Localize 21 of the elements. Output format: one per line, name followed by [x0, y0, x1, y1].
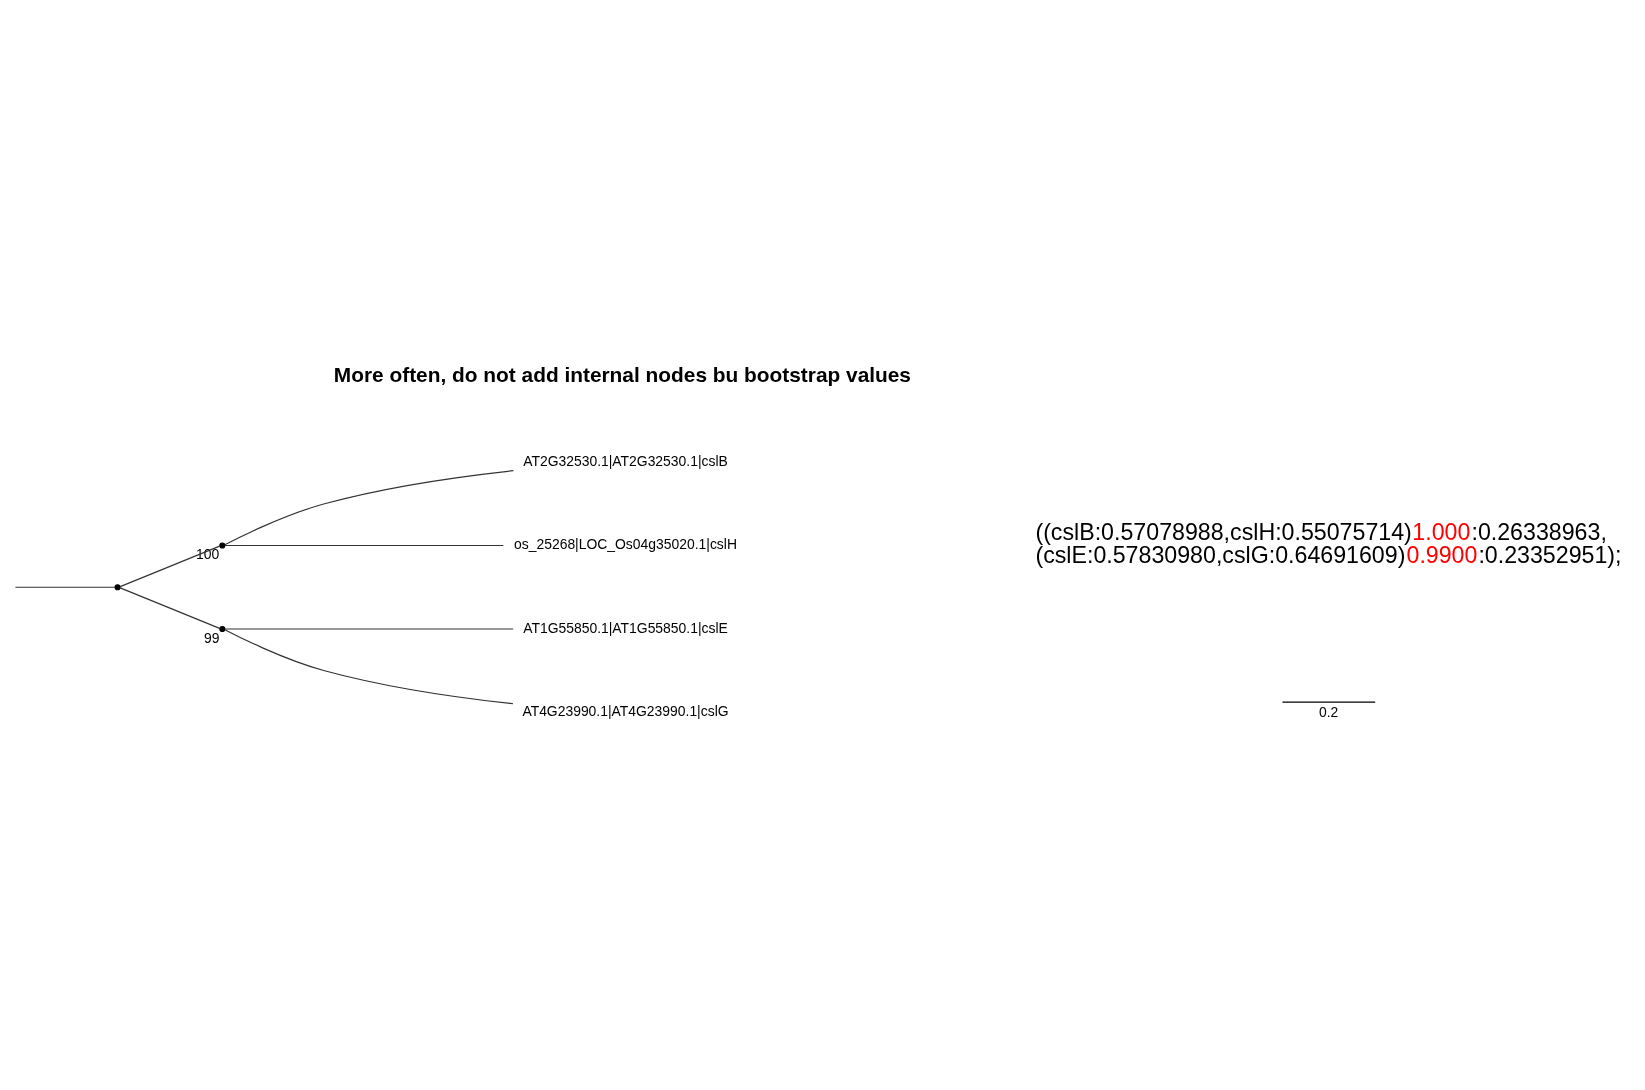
- connector: [14, 586, 116, 588]
- connector: [119, 586, 220, 629]
- node-point: [218, 625, 225, 632]
- connector: [223, 544, 504, 546]
- connector: [119, 545, 220, 587]
- node-label: 99: [203, 629, 219, 646]
- node-label: 100: [195, 545, 219, 562]
- label: 1.000: [1411, 518, 1470, 545]
- connector: [223, 628, 514, 704]
- connector: [223, 469, 514, 545]
- label: :0.26338963,: [1470, 518, 1607, 545]
- label: 0.2: [1318, 703, 1338, 720]
- node-point: [218, 541, 225, 549]
- node-text: AT4G23990.1|AT4G23990.1|cslG: [521, 702, 729, 719]
- label: ((cslB:0.57078988,cslH:0.55075714): [1034, 518, 1412, 545]
- node-text: AT2G32530.1|AT2G32530.1|cslB: [522, 452, 728, 469]
- node-text: os_25268|LOC_Os04g35020.1|cslH: [513, 535, 737, 552]
- label: More often, do not add internal nodes bu bootstrap values: [333, 362, 911, 386]
- connector: [223, 627, 514, 630]
- node-text: AT1G55850.1|AT1G55850.1|cslE: [522, 619, 728, 636]
- node-point: [114, 583, 121, 590]
